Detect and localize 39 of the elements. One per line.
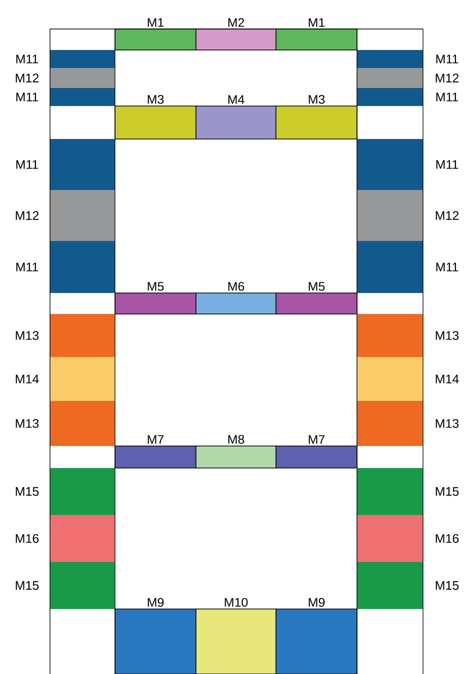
member-label: M13 bbox=[436, 331, 459, 340]
member-label: M12 bbox=[436, 211, 459, 220]
member-label: M11 bbox=[436, 92, 458, 102]
member-label: M2 bbox=[228, 18, 244, 27]
member-label: M11 bbox=[16, 262, 38, 272]
member-label: M9 bbox=[308, 598, 325, 607]
member-label: M9 bbox=[148, 598, 164, 607]
member-label: M6 bbox=[228, 282, 244, 291]
member-label: M13 bbox=[16, 331, 39, 340]
member-label: M14 bbox=[16, 374, 39, 384]
member-label: M4 bbox=[228, 95, 244, 104]
member-label: M11 bbox=[16, 92, 38, 102]
member-label: M15 bbox=[16, 487, 39, 496]
member-label: M5 bbox=[308, 282, 325, 291]
member-label: M1 bbox=[148, 18, 164, 27]
member-label: M11 bbox=[16, 54, 38, 64]
member-label: M16 bbox=[436, 534, 459, 543]
member-label: M3 bbox=[308, 94, 325, 104]
member-label: M15 bbox=[436, 581, 459, 590]
member-label: M12 bbox=[16, 74, 39, 82]
member-label: M12 bbox=[436, 74, 459, 82]
member-label: M5 bbox=[148, 282, 164, 291]
member-label: M1 bbox=[308, 18, 325, 27]
member-label: M11 bbox=[16, 160, 38, 169]
member-label: M7 bbox=[308, 435, 325, 444]
member-label: M8 bbox=[228, 434, 244, 444]
member-label: M15 bbox=[16, 581, 39, 590]
member-label: M16 bbox=[16, 534, 39, 543]
member-label: M14 bbox=[436, 374, 459, 384]
member-label: M13 bbox=[16, 419, 39, 428]
member-label: M11 bbox=[436, 262, 458, 272]
member-label: M3 bbox=[148, 94, 164, 104]
member-label: M12 bbox=[16, 211, 39, 220]
member-label: M11 bbox=[436, 160, 458, 169]
member-label: M15 bbox=[436, 487, 459, 496]
member-label: M11 bbox=[436, 54, 458, 64]
member-label: M13 bbox=[436, 419, 459, 428]
member-label: M7 bbox=[148, 435, 164, 444]
member-label: M10 bbox=[224, 598, 248, 607]
